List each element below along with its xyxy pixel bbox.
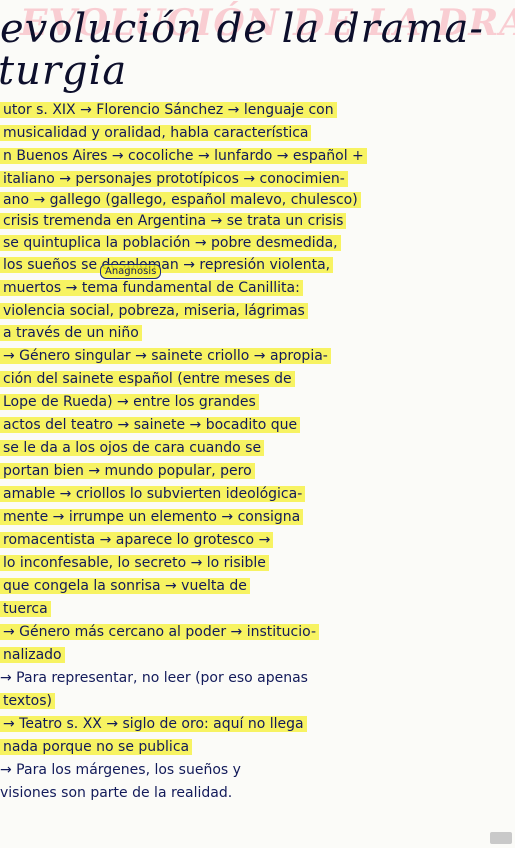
note-text-25: nalizado — [0, 647, 65, 663]
note-text-28: → Teatro s. XX → siglo de oro: aquí no l… — [0, 716, 307, 732]
note-line-26: → Para representar, no leer (por eso ape… — [0, 667, 515, 689]
note-text-14: Lope de Rueda) → entre los grandes — [0, 394, 259, 410]
note-line-11: a través de un niño — [0, 322, 515, 344]
note-text-27: textos) — [0, 693, 55, 709]
note-text-29: nada porque no se publica — [0, 739, 193, 755]
note-text-26: → Para representar, no leer (por eso ape… — [0, 670, 308, 686]
note-line-29: nada porque no se publica — [0, 736, 515, 758]
note-text-6: crisis tremenda en Argentina → se trata … — [0, 213, 347, 229]
note-line-16: se le da a los ojos de cara cuando se — [0, 437, 515, 459]
note-line-31: visiones son parte de la realidad. — [0, 782, 515, 804]
note-text-2: musicalidad y oralidad, habla caracterís… — [0, 125, 312, 141]
note-text-9: muertos → tema fundamental de Canillita: — [0, 280, 303, 296]
note-line-15: actos del teatro → sainete → bocadito qu… — [0, 414, 515, 436]
note-text-16: se le da a los ojos de cara cuando se — [0, 440, 265, 456]
note-line-19: mente → irrumpe un elemento → consigna — [0, 506, 515, 528]
note-line-18: amable → criollos lo subvierten ideológi… — [0, 483, 515, 505]
note-text-18: amable → criollos lo subvierten ideológi… — [0, 486, 306, 502]
note-line-12: → Género singular → sainete criollo → ap… — [0, 345, 515, 367]
note-line-30: → Para los márgenes, los sueños y — [0, 759, 515, 781]
title-line-1: evolución de la drama- — [0, 6, 484, 52]
note-line-2: musicalidad y oralidad, habla caracterís… — [0, 122, 515, 144]
note-text-13: ción del sainete español (entre meses de — [0, 371, 295, 387]
note-text-1: utor s. XIX → Florencio Sánchez → lengua… — [0, 102, 337, 118]
page-title: EVOLUCIÓN DE LA DRAMA evolución de la dr… — [0, 0, 515, 95]
note-text-8: los sueños se desploman → represión viol… — [0, 257, 334, 273]
note-line-23: tuerca — [0, 598, 515, 620]
note-text-21: lo inconfesable, lo secreto → lo risible — [0, 555, 269, 571]
note-text-22: que congela la sonrisa → vuelta de — [0, 578, 250, 594]
note-line-4: italiano → personajes prototípicos → con… — [0, 168, 515, 190]
note-line-3: n Buenos Aires → cocoliche → lunfardo → … — [0, 145, 515, 167]
note-line-25: nalizado — [0, 644, 515, 666]
note-line-5: ano → gallego (gallego, español malevo, … — [0, 189, 515, 211]
anagnosis-label: Anagnosis — [105, 266, 157, 277]
note-line-21: lo inconfesable, lo secreto → lo risible — [0, 552, 515, 574]
note-text-23: tuerca — [0, 601, 51, 617]
note-text-11: a través de un niño — [0, 325, 142, 341]
title-watermark: EVOLUCIÓN DE LA DRAMA — [20, 2, 515, 44]
note-line-10: violencia social, pobreza, miseria, lágr… — [0, 300, 515, 322]
note-line-14: Lope de Rueda) → entre los grandes — [0, 391, 515, 413]
note-line-17: portan bien → mundo popular, pero — [0, 460, 515, 482]
note-text-7: se quintuplica la población → pobre desm… — [0, 235, 341, 251]
note-text-5: ano → gallego (gallego, español malevo, … — [0, 192, 361, 208]
note-text-4: italiano → personajes prototípicos → con… — [0, 171, 348, 187]
note-line-27: textos) — [0, 690, 515, 712]
note-text-31: visiones son parte de la realidad. — [0, 785, 233, 801]
note-text-19: mente → irrumpe un elemento → consigna — [0, 509, 304, 525]
note-text-20: romacentista → aparece lo grotesco → — [0, 532, 274, 548]
note-line-28: → Teatro s. XX → siglo de oro: aquí no l… — [0, 713, 515, 735]
note-text-3: n Buenos Aires → cocoliche → lunfardo → … — [0, 148, 367, 164]
note-line-1: utor s. XIX → Florencio Sánchez → lengua… — [0, 99, 515, 121]
note-line-20: romacentista → aparece lo grotesco → — [0, 529, 515, 551]
note-line-22: que congela la sonrisa → vuelta de — [0, 575, 515, 597]
note-line-13: ción del sainete español (entre meses de — [0, 368, 515, 390]
note-line-7: se quintuplica la población → pobre desm… — [0, 232, 515, 254]
anagnosis-note: Anagnosis — [100, 264, 162, 279]
note-text-24: → Género más cercano al poder → instituc… — [0, 624, 319, 640]
note-text-12: → Género singular → sainete criollo → ap… — [0, 348, 331, 364]
note-text-30: → Para los márgenes, los sueños y — [0, 762, 241, 778]
note-line-24: → Género más cercano al poder → instituc… — [0, 621, 515, 643]
note-line-8: los sueños se desploman → represión viol… — [0, 254, 515, 276]
note-text-15: actos del teatro → sainete → bocadito qu… — [0, 417, 301, 433]
note-text-17: portan bien → mundo popular, pero — [0, 463, 255, 479]
title-line-2: turgia — [0, 48, 128, 94]
note-line-9: muertos → tema fundamental de Canillita: — [0, 277, 515, 299]
corner-badge — [490, 832, 512, 844]
note-text-10: violencia social, pobreza, miseria, lágr… — [0, 303, 308, 319]
note-line-6: crisis tremenda en Argentina → se trata … — [0, 210, 515, 232]
